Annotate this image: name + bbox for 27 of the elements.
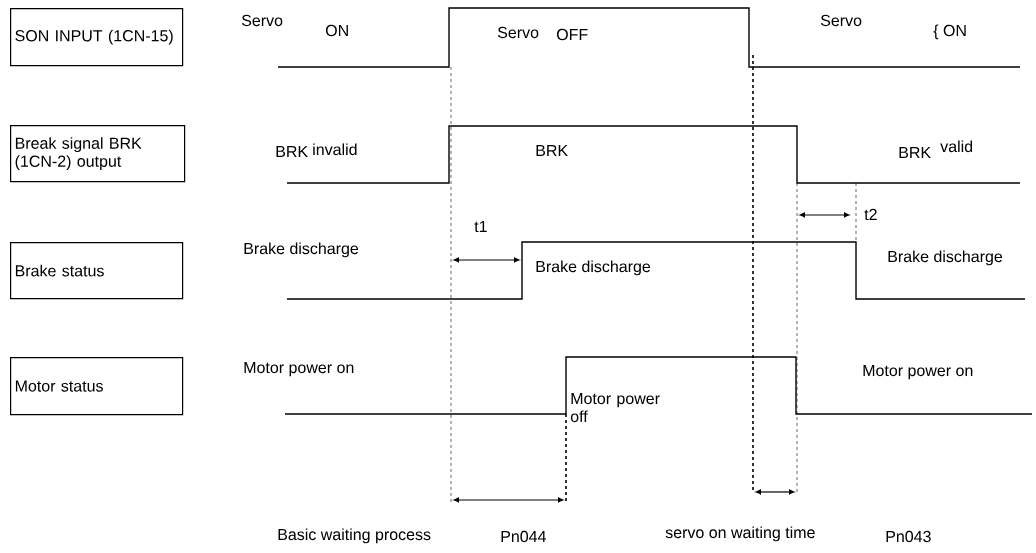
signal-label: BRK [276, 146, 308, 157]
parameter-label: Pn044 [501, 530, 546, 543]
state-label: Motor power on [244, 362, 354, 377]
state-label: Servo [497, 26, 539, 39]
state-label: Motor power on [863, 365, 973, 380]
signal-name-box: Break signal BRK (1CN-2) output [10, 125, 186, 183]
state-label: Servo [241, 14, 283, 27]
signal-label: BRK [899, 147, 931, 158]
signal-label: invalid [313, 143, 357, 156]
signal-name-box: SON INPUT (1CN-15) [10, 8, 184, 67]
time-label: servo on waiting time [665, 526, 815, 542]
state-label: Brake discharge [536, 260, 651, 276]
time-label: Basic waiting process [278, 528, 431, 544]
state-label: Motor power off [570, 393, 660, 423]
state-label: ON [325, 24, 348, 37]
signal-label: valid [940, 140, 973, 153]
time-label: t1 [474, 221, 487, 233]
state-label: Brake discharge [888, 250, 1003, 266]
state-label: Brake discharge [244, 242, 359, 258]
state-label: Servo [820, 14, 862, 27]
signal-label: BRK [536, 145, 568, 156]
parameter-label: Pn043 [886, 530, 931, 543]
time-label: t2 [864, 208, 877, 221]
state-label: OFF [556, 28, 588, 41]
signal-name-box: Brake status [10, 242, 184, 300]
signal-name-box: Motor status [10, 357, 184, 416]
state-label: { ON [933, 24, 966, 40]
